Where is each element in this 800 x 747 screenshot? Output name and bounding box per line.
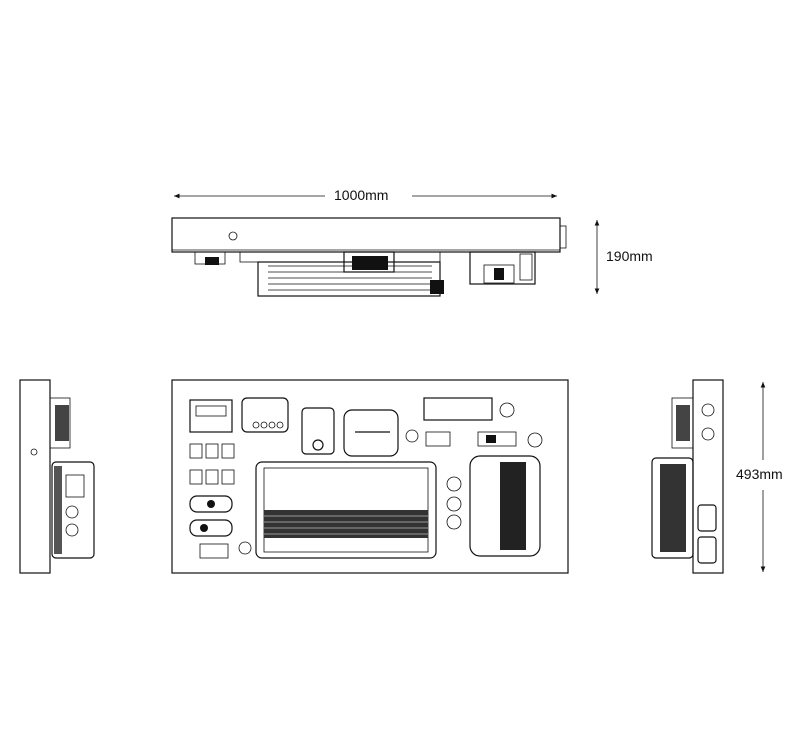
height-dimension-label: 190mm (603, 248, 656, 264)
width-dimension-label: 1000mm (331, 187, 392, 203)
depth-dimension-label: 493mm (733, 466, 786, 482)
right-side-view (651, 379, 724, 574)
plan-view (171, 379, 569, 574)
left-side-view (19, 379, 95, 574)
elevation-view (171, 217, 567, 297)
